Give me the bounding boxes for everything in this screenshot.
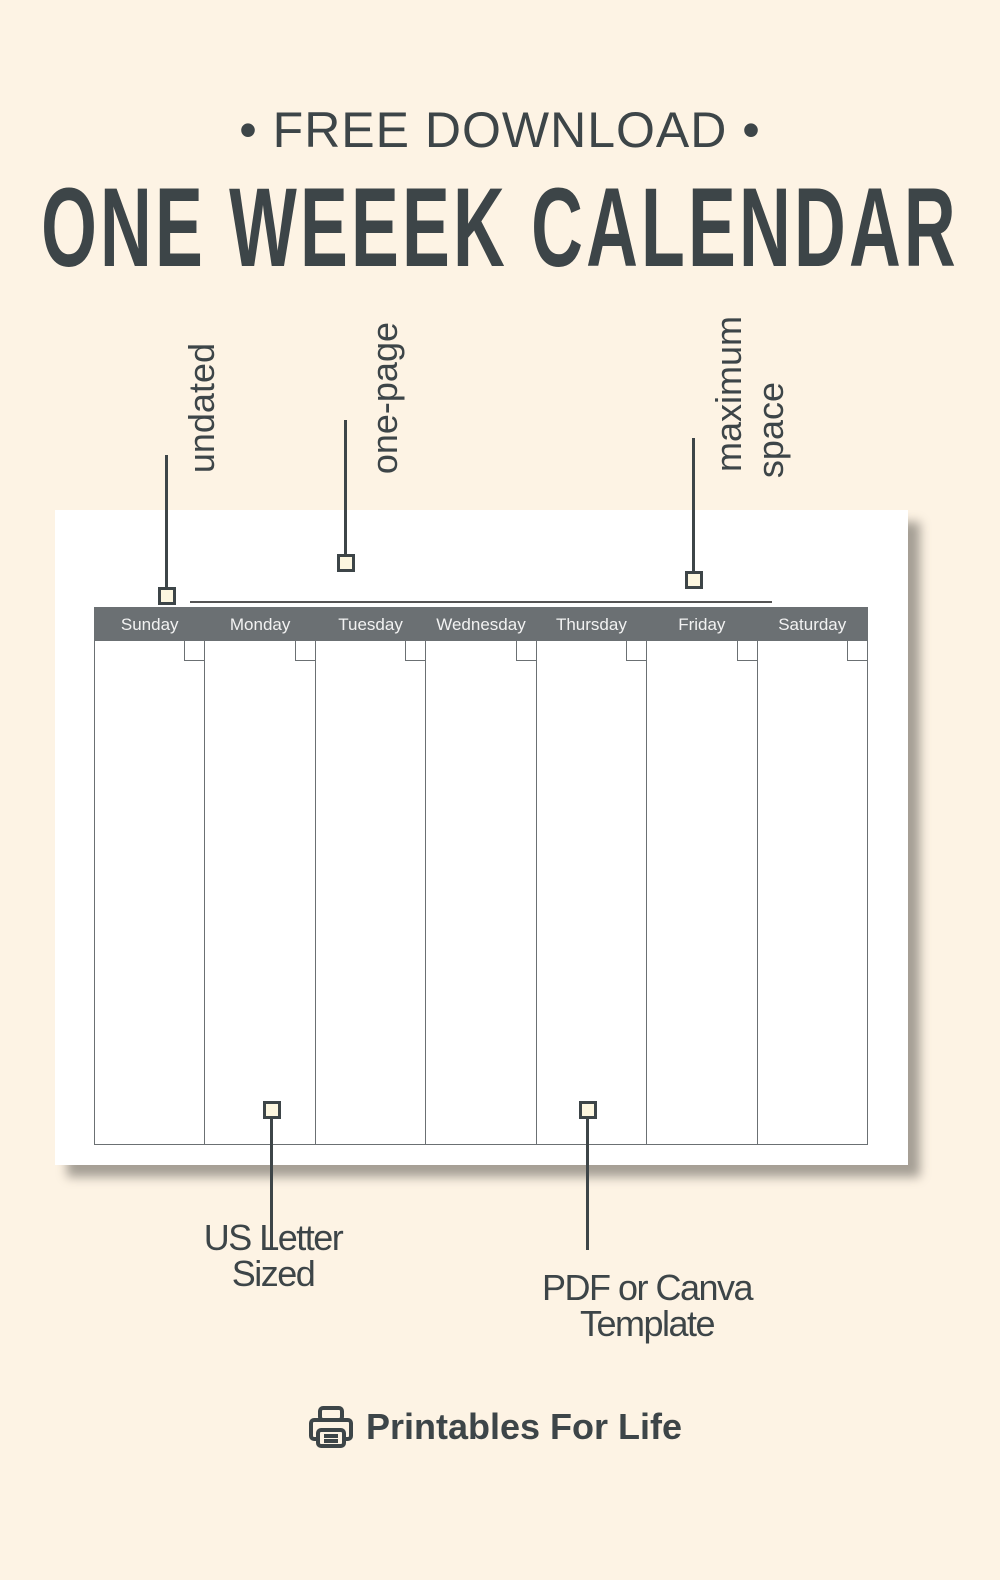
caption-line: Sized xyxy=(231,1253,316,1294)
title-line xyxy=(190,601,772,603)
day-header: Saturday xyxy=(757,608,867,641)
callout-us-letter: US Letter Sized xyxy=(153,1220,393,1292)
day-column: Tuesday xyxy=(315,608,427,1144)
callout-marker xyxy=(579,1101,597,1119)
day-column: Wednesday xyxy=(426,608,537,1144)
day-column: Monday xyxy=(205,608,316,1144)
day-column: Thursday xyxy=(536,608,648,1144)
brand-logo: Printables For Life xyxy=(308,1405,682,1449)
day-column: Friday xyxy=(647,608,758,1144)
date-box xyxy=(515,641,536,661)
date-box xyxy=(405,641,426,661)
callout-marker xyxy=(263,1101,281,1119)
callout-marker xyxy=(337,554,355,572)
day-header: Sunday xyxy=(95,608,205,641)
day-header: Friday xyxy=(647,608,757,641)
callout-maximum: maximum xyxy=(708,316,749,473)
callout-marker xyxy=(158,587,176,605)
date-box xyxy=(846,641,867,661)
day-header: Monday xyxy=(205,608,315,641)
callout-marker xyxy=(685,571,703,589)
callout-line xyxy=(165,455,168,588)
callout-line xyxy=(270,1116,273,1250)
caption-line: US Letter xyxy=(203,1217,344,1258)
brand-name: Printables For Life xyxy=(366,1406,683,1447)
kicker: • FREE DOWNLOAD • xyxy=(239,102,761,158)
date-box xyxy=(626,641,647,661)
day-header: Wednesday xyxy=(426,608,536,641)
day-column: Saturday xyxy=(757,608,867,1144)
day-column: Sunday xyxy=(95,608,206,1144)
callout-space: space xyxy=(750,382,791,479)
date-box xyxy=(736,641,757,661)
week-table: Sunday Monday Tuesday Wednesday Thursday… xyxy=(94,607,868,1145)
callout-undated: undated xyxy=(181,343,222,474)
caption-line: PDF or Canva xyxy=(541,1267,754,1308)
callout-one-page: one-page xyxy=(364,322,405,475)
day-header: Tuesday xyxy=(315,608,426,641)
callout-line xyxy=(692,438,695,572)
printer-icon xyxy=(309,1406,353,1448)
date-box xyxy=(184,641,205,661)
date-box xyxy=(294,641,315,661)
page-title: ONE WEEEK CALENDAR xyxy=(41,165,959,290)
callout-pdf-canva: PDF or Canva Template xyxy=(497,1270,797,1342)
callout-line xyxy=(344,420,347,555)
day-header: Thursday xyxy=(536,608,647,641)
caption-line: Template xyxy=(579,1303,716,1344)
callout-line xyxy=(586,1116,589,1250)
